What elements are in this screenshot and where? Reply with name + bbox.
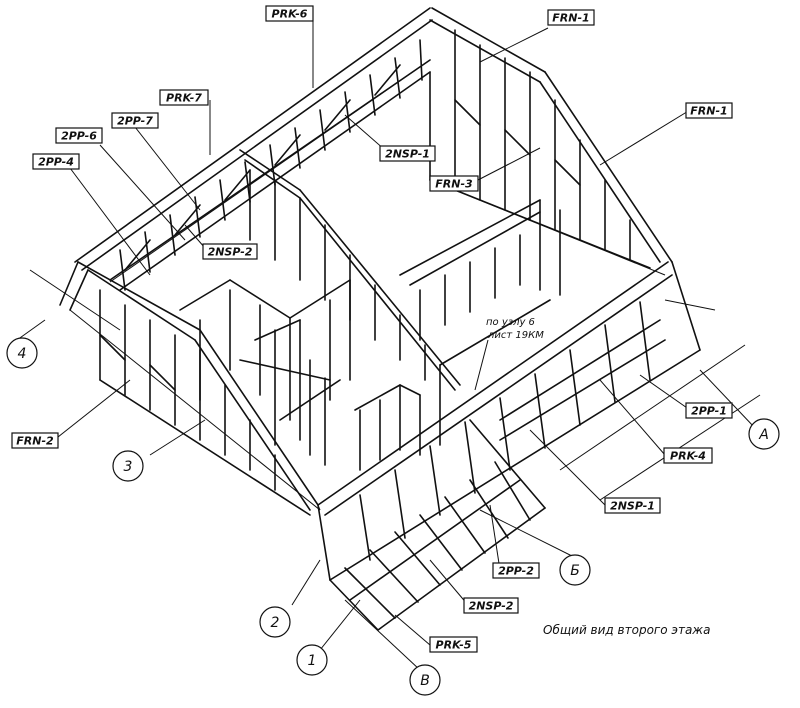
tag-nsp1-top-text: 2NSP-1: [385, 148, 430, 161]
axis-bubble-v: В: [409, 664, 441, 696]
axis-bubble-1: 1: [296, 644, 328, 676]
axis-bubble-b-text: Б: [570, 563, 580, 579]
axis-bubble-4: 4: [6, 337, 38, 369]
axis-bubble-a-text: A: [758, 427, 769, 443]
tag-pp2-text: 2PP-2: [498, 565, 534, 578]
tag-prk5-text: PRK-5: [436, 639, 472, 652]
tag-pp6-text: 2PP-6: [61, 130, 97, 143]
tag-frn2-text: FRN-2: [16, 435, 54, 448]
axis-bubble-3: 3: [112, 450, 144, 482]
tag-pp7: 2PP-7: [111, 112, 159, 129]
tag-nsp2-bottom-text: 2NSP-2: [469, 600, 514, 613]
tag-nsp1-bottom: 2NSP-1: [604, 497, 661, 514]
tag-prk6: PRK-6: [265, 5, 314, 22]
tag-pp1: 2PP-1: [685, 402, 733, 419]
tag-nsp2-bottom: 2NSP-2: [463, 597, 519, 614]
axis-bubble-2: 2: [259, 606, 291, 638]
tag-nsp1-bottom-text: 2NSP-1: [610, 500, 655, 513]
tag-frn1-right-text: FRN-1: [690, 105, 727, 118]
tag-prk5: PRK-5: [429, 636, 478, 653]
roof-overhang-frame: [329, 419, 546, 631]
node-reference-note: по узлу 6 лист 19КМ: [486, 317, 544, 341]
tag-frn2: FRN-2: [11, 432, 59, 449]
axis-bubble-3-text: 3: [124, 459, 133, 475]
tag-pp2: 2PP-2: [492, 562, 540, 579]
tag-frn1-right: FRN-1: [685, 102, 733, 119]
node-note-line1: по узлу 6: [486, 317, 535, 328]
leader-lines: [57, 20, 691, 646]
floor-outline: [69, 59, 666, 511]
tag-pp4-text: 2PP-4: [38, 156, 74, 169]
front-long-wall: [317, 261, 701, 581]
tag-frn1-top: FRN-1: [547, 9, 595, 26]
axis-bubble-4-text: 4: [18, 346, 27, 362]
tag-prk4-text: PRK-4: [670, 450, 706, 463]
tag-pp7-text: 2PP-7: [117, 115, 153, 128]
axis-bubble-b: Б: [559, 554, 591, 586]
axis-bubble-v-text: В: [420, 673, 430, 689]
axis-bubble-1-text: 1: [308, 653, 317, 669]
tag-prk7: PRK-7: [159, 89, 209, 106]
tag-pp6: 2PP-6: [55, 127, 103, 144]
tag-nsp2-top: 2NSP-2: [202, 243, 258, 260]
tag-frn3-text: FRN-3: [435, 178, 473, 191]
tag-frn3: FRN-3: [429, 175, 479, 192]
tag-prk4: PRK-4: [663, 447, 713, 464]
interior-partitions: [179, 199, 561, 471]
drawing-caption: Общий вид второго этажа: [543, 623, 710, 637]
tag-frn1-top-text: FRN-1: [552, 12, 589, 25]
tag-pp4: 2PP-4: [32, 153, 80, 170]
tag-prk6-text: PRK-6: [272, 8, 308, 21]
tag-nsp2-top-text: 2NSP-2: [208, 246, 253, 259]
tag-prk7-text: PRK-7: [166, 92, 202, 105]
node-note-line2: лист 19КМ: [487, 330, 544, 341]
axis-bubble-2-text: 2: [271, 615, 280, 631]
axis-bubble-a: A: [748, 418, 780, 450]
tag-pp1-text: 2PP-1: [691, 405, 727, 418]
tag-nsp1-top: 2NSP-1: [379, 145, 436, 162]
